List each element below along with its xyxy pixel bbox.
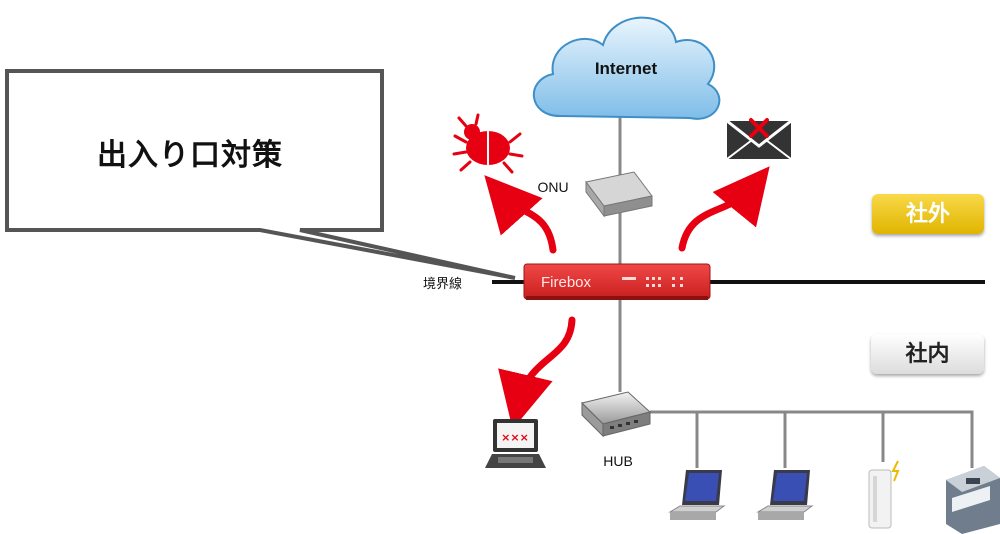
wifi-router-icon — [868, 460, 900, 529]
blocked-mail-icon — [726, 118, 792, 160]
firebox-label: Firebox — [541, 274, 592, 291]
printer-icon — [946, 466, 1000, 534]
callout-bubble — [5, 69, 516, 280]
arrow-mail — [678, 166, 770, 252]
infected-laptop-icon: ××× — [485, 419, 546, 468]
bug-icon — [452, 113, 524, 174]
internet-label: Internet — [595, 59, 658, 78]
hub-device — [581, 391, 652, 438]
hub-label: HUB — [603, 453, 633, 469]
arrow-bug — [484, 175, 557, 254]
arrow-laptop — [498, 316, 576, 430]
svg-text:×××: ××× — [501, 431, 529, 444]
internet-cloud — [533, 16, 721, 120]
firebox-device — [523, 263, 711, 300]
lan-lines — [650, 410, 974, 468]
laptop-icon — [756, 470, 814, 520]
boundary-label: 境界線 — [423, 276, 462, 292]
onu-label: ONU — [537, 179, 568, 195]
zone-outside-badge: 社外 — [872, 194, 984, 234]
laptop-icon — [668, 470, 726, 520]
onu-device — [585, 171, 653, 218]
zone-inside-badge: 社内 — [871, 334, 984, 374]
callout-title: 出入り口対策 — [97, 138, 283, 173]
